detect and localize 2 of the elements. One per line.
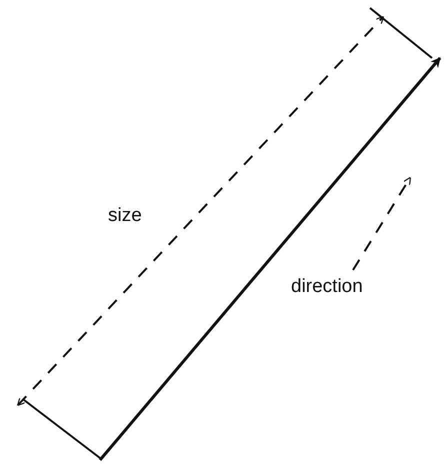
size-label: size [108, 206, 142, 225]
direction-label: direction [291, 277, 363, 296]
